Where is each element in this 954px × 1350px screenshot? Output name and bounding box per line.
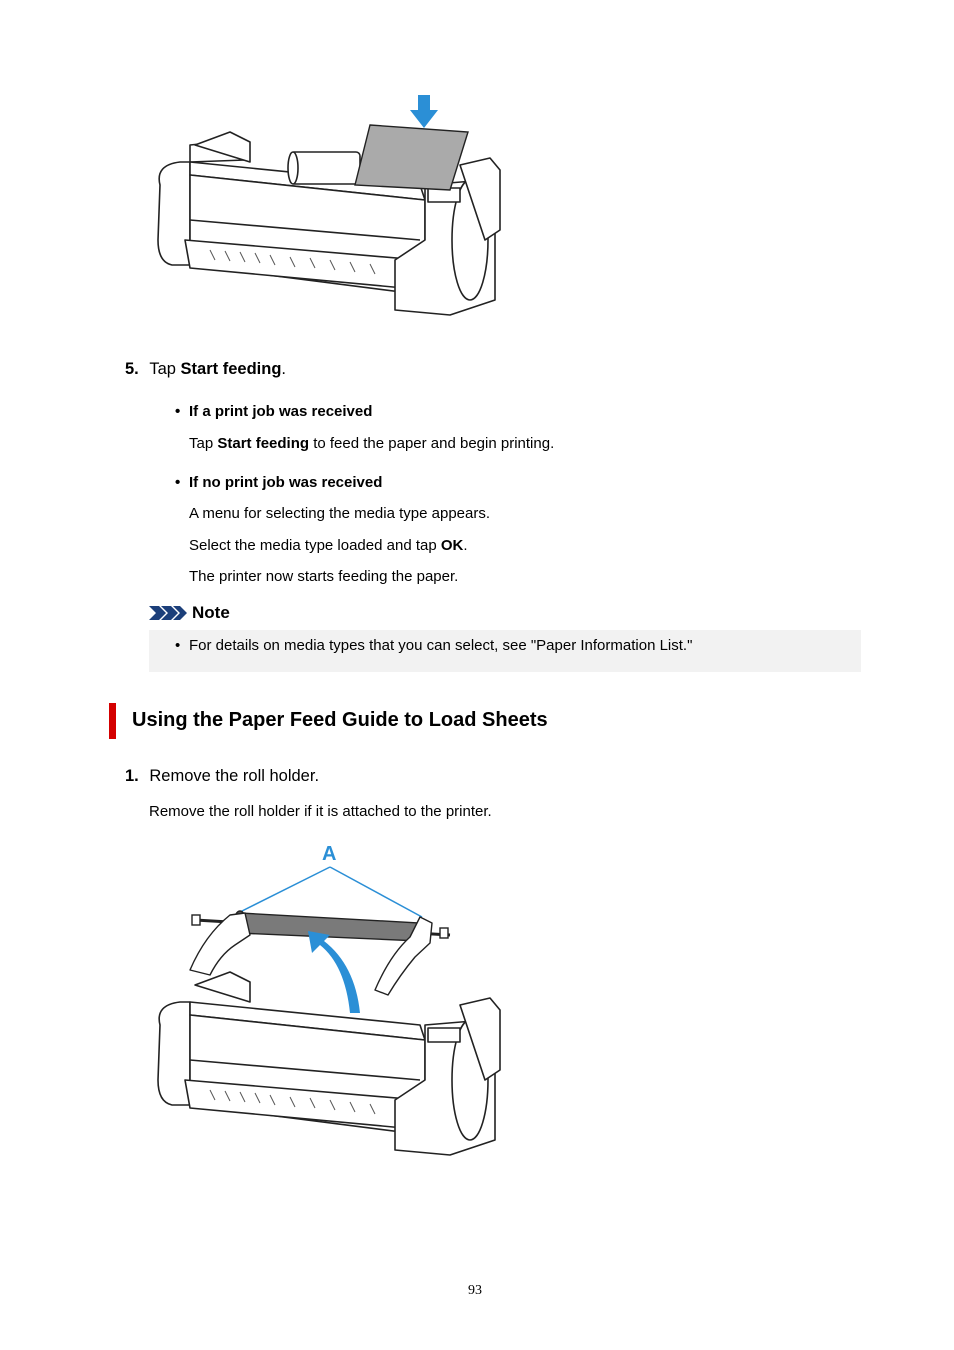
remove-roll-holder-illustration: A xyxy=(150,835,510,1165)
text: . xyxy=(463,537,468,554)
step-number: 5. xyxy=(125,360,139,378)
step-5: 5. Tap Start feeding. xyxy=(125,360,286,379)
note-item-text: For details on media types that you can … xyxy=(189,637,693,654)
note-icon xyxy=(149,603,191,623)
bullet-heading: If a print job was received xyxy=(189,403,373,420)
bullet-dot: • xyxy=(175,474,181,491)
step-number: 1. xyxy=(125,767,139,785)
step-text-prefix: Tap xyxy=(149,360,181,378)
step-1: 1. Remove the roll holder. xyxy=(125,767,319,786)
paragraph-tap-start-feeding: Tap Start feeding to feed the paper and … xyxy=(189,435,554,452)
text: to feed the paper and begin printing. xyxy=(309,435,555,452)
text-bold: OK xyxy=(440,537,464,554)
bullet-dot: • xyxy=(175,403,181,420)
bullet-dot: • xyxy=(175,637,181,654)
page-number: 93 xyxy=(468,1283,482,1298)
step-text: Remove the roll holder. xyxy=(149,767,320,785)
bullet-heading: If no print job was received xyxy=(189,474,383,491)
section-heading: Using the Paper Feed Guide to Load Sheet… xyxy=(132,709,548,731)
step-1-detail: Remove the roll holder if it is attached… xyxy=(149,803,492,820)
bullet-print-job-received: • If a print job was received xyxy=(175,403,373,420)
step-text-bold: Start feeding xyxy=(180,360,282,378)
paragraph-select-media: Select the media type loaded and tap OK. xyxy=(189,537,468,554)
heading-accent-bar xyxy=(109,703,116,739)
note-item: • For details on media types that you ca… xyxy=(175,637,693,654)
paragraph-starts-feeding: The printer now starts feeding the paper… xyxy=(189,568,459,585)
text: Tap xyxy=(189,435,218,452)
printer-feed-sheet-illustration xyxy=(150,90,510,325)
note-label: Note xyxy=(192,603,230,622)
step-text-suffix: . xyxy=(281,360,286,378)
note-box xyxy=(149,630,861,672)
text-bold: Start feeding xyxy=(217,435,310,452)
bullet-no-print-job: • If no print job was received xyxy=(175,474,383,491)
text: Select the media type loaded and tap xyxy=(189,537,441,554)
paragraph-menu-appears: A menu for selecting the media type appe… xyxy=(189,505,491,522)
callout-label: A xyxy=(322,843,336,865)
